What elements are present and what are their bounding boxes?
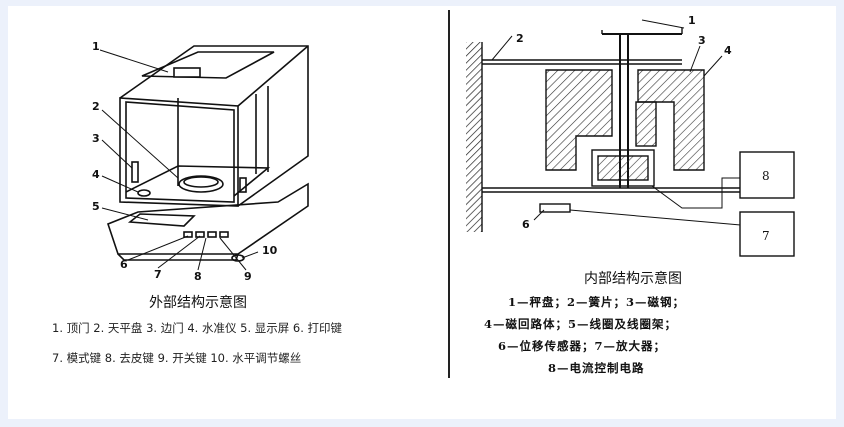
panel-divider <box>448 10 450 378</box>
internal-legend-line-4: 8—电流控制电路 <box>548 360 645 376</box>
callout-9: 9 <box>244 270 252 283</box>
internal-legend-line-1: 1—秤盘；2—簧片；3—磁钢； <box>508 294 685 310</box>
internal-structure-panel: 1 2 3 4 6 8 7 内部结构示意图 1—秤盘；2—簧片；3—磁钢； 4—… <box>452 6 836 419</box>
internal-callout-4: 4 <box>724 44 732 57</box>
magnet-steel <box>636 102 656 146</box>
box-8-label: 8 <box>762 169 770 183</box>
front-glass <box>120 98 238 206</box>
callout-2: 2 <box>92 100 100 113</box>
internal-legend-line-3: 6—位移传感器；7—放大器； <box>498 338 666 354</box>
external-legend-line-2: 7. 模式键 8. 去皮键 9. 开关键 10. 水平调节螺丝 <box>52 350 301 366</box>
callout-3: 3 <box>92 132 100 145</box>
balance-external-drawing: 1 2 3 4 5 6 7 8 9 10 <box>8 6 448 296</box>
display-screen <box>130 214 194 226</box>
top-door <box>142 52 274 78</box>
position-sensor <box>540 204 570 212</box>
internal-callout-3: 3 <box>698 34 706 47</box>
internal-caption: 内部结构示意图 <box>538 268 728 288</box>
callout-7: 7 <box>154 268 162 281</box>
support-wall <box>466 42 482 232</box>
callout-4: 4 <box>92 168 100 181</box>
figure-frame: 1 2 3 4 5 6 7 8 9 10 外部结构示意图 1. 顶门 2. 天平… <box>8 6 836 419</box>
callout-1: 1 <box>92 40 100 53</box>
callout-6: 6 <box>120 258 128 271</box>
box-7-label: 7 <box>762 229 770 243</box>
internal-legend-line-2: 4—磁回路体；5—线圈及线圈架； <box>484 316 677 332</box>
external-structure-panel: 1 2 3 4 5 6 7 8 9 10 外部结构示意图 1. 顶门 2. 天平… <box>8 6 448 419</box>
magnetic-circuit-left <box>546 70 612 170</box>
callout-10: 10 <box>262 244 278 257</box>
callout-5: 5 <box>92 200 100 213</box>
internal-callout-1: 1 <box>688 14 696 27</box>
callout-8: 8 <box>194 270 202 283</box>
balance-internal-drawing: 1 2 3 4 6 8 7 <box>452 6 836 262</box>
internal-callout-2: 2 <box>516 32 524 45</box>
internal-callout-6: 6 <box>522 218 530 231</box>
external-caption: 外部结构示意图 <box>8 292 388 312</box>
external-legend-line-1: 1. 顶门 2. 天平盘 3. 边门 4. 水准仪 5. 显示屏 6. 打印键 <box>52 320 342 336</box>
